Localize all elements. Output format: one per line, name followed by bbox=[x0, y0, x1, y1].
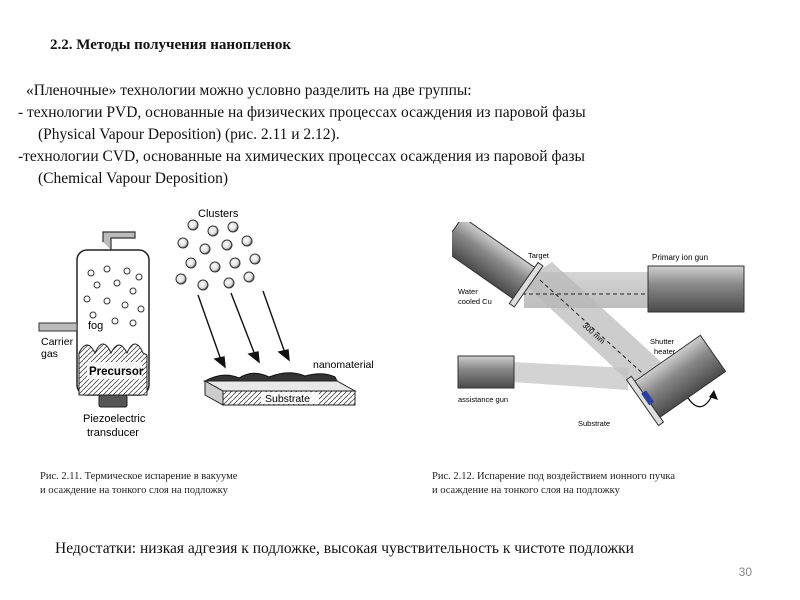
body-line-cvd-expansion: (Chemical Vapour Deposition) bbox=[38, 170, 228, 187]
label-substrate: Substrate bbox=[265, 393, 310, 405]
figure-thermal-evaporation: fog Carrier gas Precursor Piezoelectric … bbox=[38, 208, 374, 439]
label-water-1: Water bbox=[458, 287, 478, 296]
carrier-gas-tube bbox=[38, 322, 78, 332]
caption-figure-2-11: Рис. 2.11. Термическое испарение в вакуу… bbox=[40, 470, 370, 498]
label-water-2: cooled Cu bbox=[458, 297, 492, 306]
label-piezo-2: transducer bbox=[87, 427, 139, 439]
label-clusters: Clusters bbox=[198, 208, 239, 220]
label-carrier: Carrier bbox=[41, 336, 74, 348]
piezo-transducer bbox=[98, 394, 128, 408]
nanomaterial-layer bbox=[203, 372, 338, 382]
drawbacks-note: Недостатки: низкая адгезия к подложке, в… bbox=[55, 540, 634, 557]
assistance-gun bbox=[457, 355, 515, 389]
page-number: 30 bbox=[738, 565, 752, 579]
body-line-cvd: -технологии CVD, основанные на химически… bbox=[18, 148, 585, 165]
label-shutter: Shutter bbox=[650, 337, 675, 346]
target-assembly bbox=[452, 222, 544, 308]
substrate-assembly bbox=[625, 334, 727, 427]
substrate-block bbox=[203, 380, 357, 392]
label-target: Target bbox=[528, 251, 550, 260]
sputter-flux bbox=[522, 262, 672, 394]
label-primary-gun: Primary ion gun bbox=[652, 253, 708, 262]
body-line-pvd: - технологии PVD, основанные на физическ… bbox=[18, 104, 586, 121]
deposition-arrows bbox=[197, 290, 290, 369]
label-gas: gas bbox=[41, 348, 58, 360]
label-substrate: Substrate bbox=[578, 419, 610, 428]
label-piezo-1: Piezoelectric bbox=[83, 413, 146, 425]
caption-figure-2-11-line-1: Рис. 2.11. Термическое испарение в вакуу… bbox=[40, 471, 238, 482]
fog-droplets bbox=[83, 265, 145, 327]
outlet-tube bbox=[102, 231, 136, 250]
caption-figure-2-12-line-1: Рис. 2.12. Испарение под воздействием ио… bbox=[432, 471, 675, 482]
body-text: «Пленочные» технологии можно условно раз… bbox=[0, 80, 780, 190]
figure-ion-beam-sputtering: Primary ion gun 300 mm Target Water cool… bbox=[452, 222, 745, 428]
label-precursor: Precursor bbox=[89, 366, 144, 378]
caption-figure-2-12-line-2: и осаждение на тонкого слоя на подложку bbox=[432, 485, 620, 496]
cluster-particles bbox=[175, 219, 261, 291]
body-line-pvd-expansion: (Physical Vapour Deposition) (рис. 2.11 … bbox=[38, 126, 340, 143]
slide-title: 2.2. Методы получения нанопленок bbox=[50, 37, 292, 53]
primary-ion-gun bbox=[647, 265, 745, 313]
caption-figure-2-11-line-2: и осаждение на тонкого слоя на подложку bbox=[40, 485, 228, 496]
label-fog: fog bbox=[88, 320, 103, 332]
body-line-intro: «Пленочные» технологии можно условно раз… bbox=[26, 82, 472, 99]
caption-figure-2-12: Рис. 2.12. Испарение под воздействием ио… bbox=[432, 470, 772, 498]
label-heater: heater bbox=[654, 347, 676, 356]
label-assistance-gun: assistance gun bbox=[458, 395, 508, 404]
assistance-beam bbox=[512, 362, 628, 390]
label-nanomaterial: nanomaterial bbox=[313, 359, 374, 371]
